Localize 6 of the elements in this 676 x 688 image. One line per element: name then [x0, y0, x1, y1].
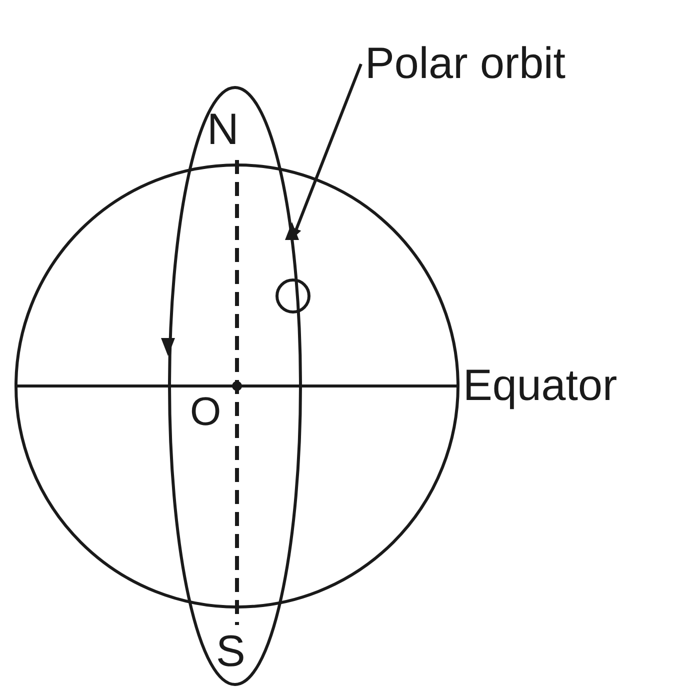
pole-label: S	[216, 630, 246, 674]
orbit-ellipse	[168, 86, 302, 686]
pole-label: N	[207, 108, 239, 152]
center-label: O	[190, 392, 222, 432]
equator-label: Equator	[463, 364, 618, 408]
orbit-label: Polar orbit	[365, 42, 566, 86]
